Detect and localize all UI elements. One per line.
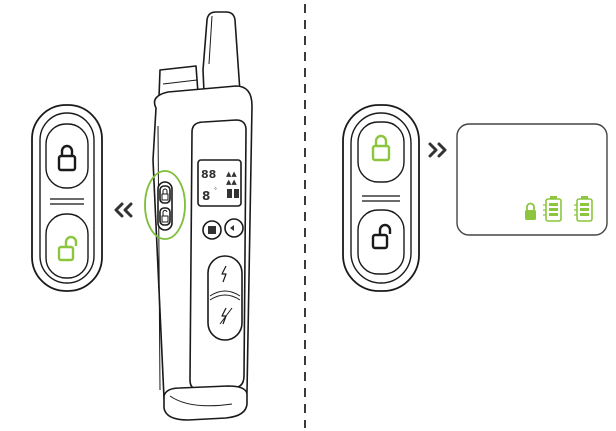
lock-closed-icon (371, 134, 391, 162)
lock-open-icon (57, 235, 78, 262)
right-top-lock-button (357, 121, 405, 183)
grip-ridges (362, 195, 400, 202)
svg-text:▲▲: ▲▲ (226, 170, 237, 178)
left-button-panel (31, 104, 103, 292)
svg-text:°: ° (214, 187, 217, 194)
screen-callout (456, 123, 608, 236)
lock-icon (525, 202, 536, 220)
lock-closed-icon (57, 144, 77, 172)
side-lock-buttons (157, 181, 173, 231)
antenna (202, 11, 241, 93)
stimulation-paddle (207, 255, 243, 341)
remote-device: 88 ▲▲ ▲▲ 8 ° (152, 11, 253, 421)
side-rail (152, 107, 165, 399)
lock-open-icon (371, 223, 392, 250)
right-button-panel (342, 104, 420, 292)
right-bottom-unlock-button (357, 209, 405, 275)
svg-text:8: 8 (202, 189, 210, 203)
battery-icon (543, 196, 562, 222)
left-top-lock-button (45, 123, 89, 189)
mode-buttons (202, 218, 244, 240)
double-chevron-right-icon (428, 142, 447, 158)
bottom-base (163, 385, 248, 421)
side-button-highlight (144, 170, 186, 240)
grip-ridges (50, 198, 84, 205)
double-chevron-left-icon (114, 202, 133, 218)
left-bottom-unlock-button (45, 213, 89, 279)
svg-text:▲▲: ▲▲ (226, 178, 237, 186)
svg-text:88: 88 (201, 168, 216, 181)
battery-icon (574, 196, 593, 222)
lcd-screen: 88 ▲▲ ▲▲ 8 ° (197, 159, 242, 207)
